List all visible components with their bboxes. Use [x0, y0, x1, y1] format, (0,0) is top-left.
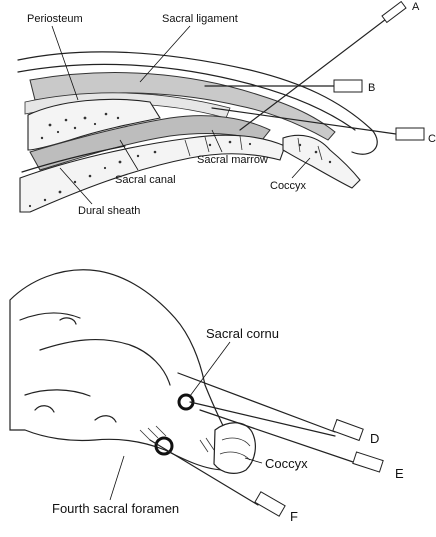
- coccyx-posterior: [213, 422, 256, 474]
- sacral-cornu-right-ring: [154, 436, 174, 456]
- sacral-ala-left: [19, 312, 91, 397]
- sacral-marrow-leader: [211, 129, 223, 153]
- needle-e-label: E: [395, 466, 404, 481]
- sagittal-section-panel: A B C Periosteum Sacral ligament Sacral …: [17, 0, 436, 217]
- coccyx-bottom-leader: [244, 457, 263, 464]
- needle-e: E: [199, 409, 404, 481]
- coccyx-top-leader: [291, 157, 311, 179]
- periosteum-leader: [51, 25, 79, 101]
- sacral-cornu-label: Sacral cornu: [206, 326, 279, 341]
- periosteum-label: Periosteum: [27, 13, 83, 25]
- bone-marrow-texture: [28, 112, 332, 208]
- needle-c-label: C: [428, 133, 436, 145]
- sacral-canal-leader: [119, 139, 139, 171]
- sacral-cornu-leader: [189, 341, 231, 397]
- needle-b: B: [204, 79, 375, 94]
- needle-d-label: D: [370, 431, 379, 446]
- skin-outline: [17, 51, 378, 155]
- sacral-ligament-label: Sacral ligament: [162, 13, 238, 25]
- needle-d: D: [177, 372, 379, 446]
- coccyx-bone: [282, 134, 361, 189]
- coccyx-top-label: Coccyx: [270, 180, 307, 192]
- sacral-ligament-leader: [139, 25, 191, 83]
- sacral-canal-label: Sacral canal: [115, 174, 176, 186]
- intervertebral-lines: [184, 135, 323, 161]
- sacral-bone-lower: [19, 134, 286, 213]
- sacrum-outline: [9, 269, 238, 471]
- sacral-crest: [39, 338, 171, 386]
- fourth-sacral-foramen-label: Fourth sacral foramen: [52, 501, 179, 516]
- needle-f: F: [149, 439, 298, 524]
- dural-sheath-label: Dural sheath: [78, 205, 140, 217]
- sacral-cornu-left-ring: [177, 393, 195, 411]
- needle-a: A: [239, 0, 420, 131]
- needle-f-label: F: [290, 509, 298, 524]
- coccyx-segments: [219, 437, 251, 461]
- fourth-sacral-foramen-leader: [109, 455, 125, 501]
- dural-sheath: [21, 145, 126, 173]
- needle-c: C: [211, 107, 436, 145]
- needle-b-label: B: [368, 82, 375, 94]
- sacral-ligament-band: [29, 72, 336, 141]
- shading-hatch: [139, 425, 215, 453]
- coccyx-bottom-label: Coccyx: [265, 456, 308, 471]
- sacral-marrow-label: Sacral marrow: [197, 154, 268, 166]
- subcutaneous-line: [17, 63, 356, 131]
- dural-sheath-leader: [59, 167, 93, 205]
- needle-a-label: A: [412, 1, 420, 13]
- sacral-foramina: [34, 317, 117, 423]
- posterior-view-panel: D E F Sacral cornu Coccyx Fourth sacral …: [9, 269, 404, 524]
